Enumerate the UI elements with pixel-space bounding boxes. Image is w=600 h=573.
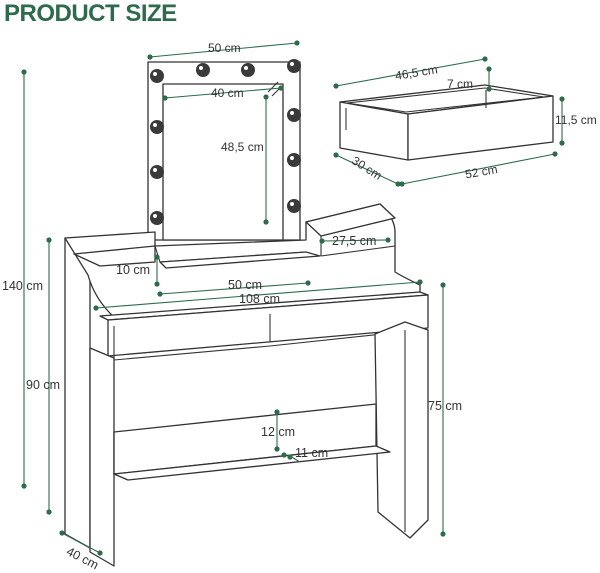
label-mirror-width: 50 cm: [208, 41, 241, 55]
label-total-height: 140 cm: [2, 279, 43, 293]
mirror-illustration: [147, 59, 301, 241]
label-shelf-width: 50 cm: [228, 278, 262, 292]
label-drawer-side: 11,5 cm: [555, 113, 597, 127]
label-shelf-height: 10 cm: [116, 263, 150, 277]
label-drawer-depth: 30 cm: [349, 153, 384, 182]
label-drawer-length: 52 cm: [464, 162, 499, 181]
vanity-table-illustration: [64, 203, 429, 567]
label-table-width: 108 cm: [239, 292, 280, 306]
page-title: PRODUCT SIZE: [4, 0, 177, 27]
label-drawer-width: 46,5 cm: [394, 62, 438, 83]
dimension-lines: [21, 40, 565, 556]
label-drawer-height: 7 cm: [447, 77, 473, 91]
label-mirror-glass-width: 40 cm: [211, 86, 244, 100]
label-side-compartment: 27,5 cm: [332, 234, 376, 248]
mirror-bulbs: [150, 59, 301, 225]
label-leg-height: 75 cm: [428, 399, 462, 413]
label-mirror-glass-height: 48,5 cm: [221, 140, 264, 154]
drawer-illustration: [339, 84, 554, 161]
label-bottom-shelf-height: 12 cm: [261, 425, 295, 439]
label-bottom-shelf-depth: 11 cm: [295, 446, 328, 460]
label-table-height: 90 cm: [26, 378, 60, 392]
